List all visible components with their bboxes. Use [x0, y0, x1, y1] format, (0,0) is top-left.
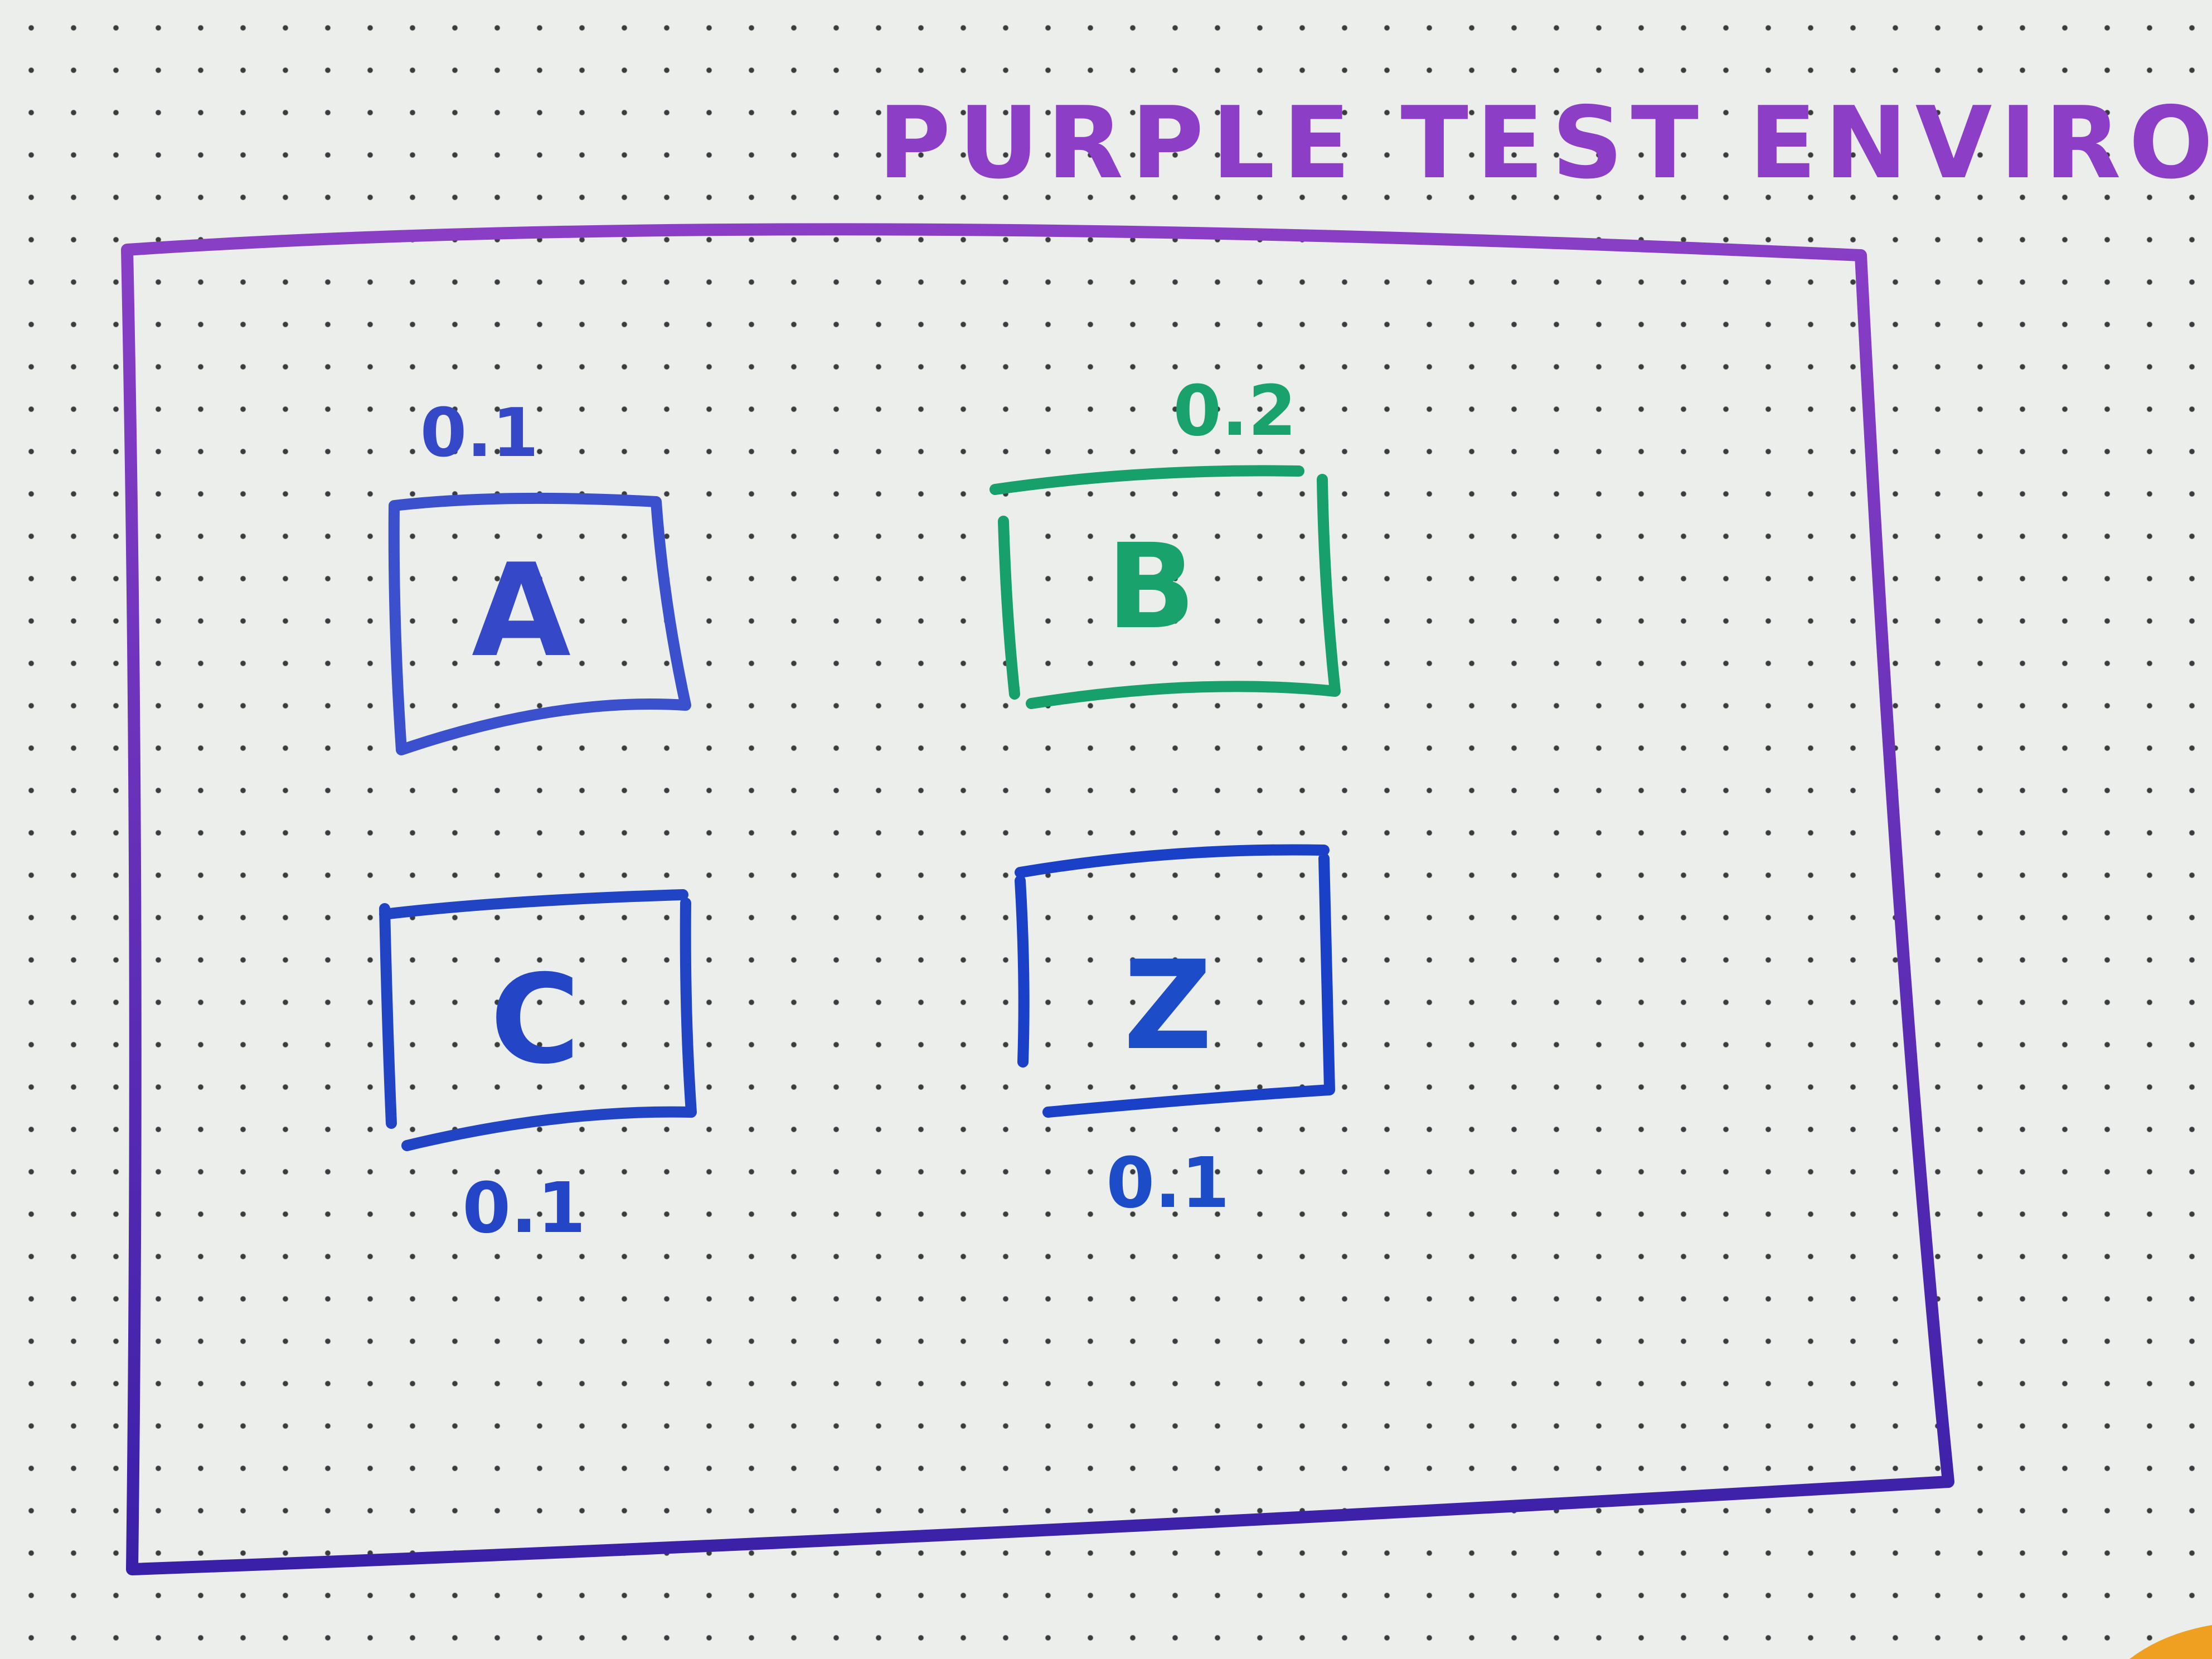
node-b-label: B — [1107, 518, 1196, 655]
node-a: A 0.1 — [388, 395, 691, 755]
node-b-version: 0.2 — [1173, 371, 1296, 452]
node-c-label: C — [490, 948, 580, 1091]
node-a-label: A — [472, 537, 571, 686]
node-z-version: 0.1 — [1106, 1143, 1229, 1224]
node-c-box — [379, 889, 697, 1151]
environment-title: PURPLE TEST ENVIRONMENT — [878, 85, 2212, 201]
node-c: C 0.1 — [379, 889, 697, 1249]
node-z: Z 0.1 — [1015, 844, 1335, 1224]
node-b: B 0.2 — [989, 371, 1341, 709]
orange-corner-mark — [2129, 1625, 2212, 1659]
node-a-box — [388, 492, 691, 755]
node-z-box — [1015, 844, 1335, 1118]
environment-boundary — [121, 223, 1954, 1575]
node-c-version: 0.1 — [462, 1168, 585, 1249]
node-z-label: Z — [1123, 934, 1212, 1077]
node-b-box — [989, 465, 1341, 709]
node-a-version: 0.1 — [420, 395, 539, 472]
